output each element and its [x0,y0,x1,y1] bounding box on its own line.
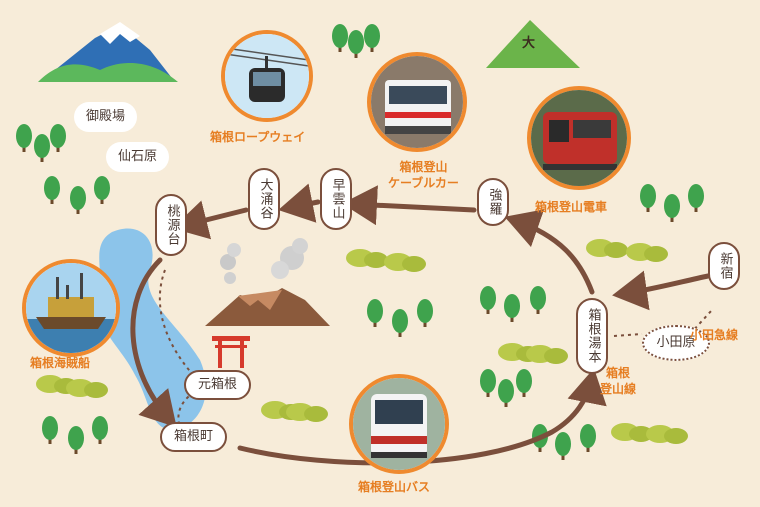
tozan-bus-label: 箱根登山バス [358,480,431,494]
pirate-ship-photo [22,259,120,357]
torii-icon [212,336,250,368]
ropeway-photo [221,30,313,122]
station-gora[interactable]: 強羅 [477,178,509,226]
cable-car-icon [371,56,463,148]
station-odawara[interactable]: 小田原 [642,325,710,361]
station-gotemba[interactable]: 御殿場 [74,102,138,132]
station-motohakone[interactable]: 元箱根 [184,370,252,400]
tozan-train-photo [527,86,631,190]
pirate-ship-label: 箱根海賊船 [30,356,91,370]
daimonji-mountain-icon [486,20,580,68]
tozan-line-label: 箱根 登山線 [600,366,636,397]
bus-icon [353,378,445,470]
station-hakonemachi[interactable]: 箱根町 [160,422,228,452]
cable-car-photo [367,52,467,152]
tozan-bus-photo [349,374,449,474]
cable-car-label-line1: 箱根登山 [399,160,448,174]
station-owakudani[interactable]: 大涌谷 [248,168,280,230]
station-sengokuhara[interactable]: 仙石原 [106,142,170,172]
cable-car-label: 箱根登山 ケーブルカー [388,160,459,191]
ropeway-label: 箱根ロープウェイ [210,130,306,144]
tozan-line-label-line1: 箱根 [606,366,631,380]
train-icon [531,90,627,186]
daimonji-label: 大 [522,36,536,51]
mount-fuji-icon [38,22,178,82]
volcano-icon [205,238,330,326]
station-shinjuku[interactable]: 新宿 [708,242,740,290]
route-lines [130,183,711,466]
station-togendai[interactable]: 桃源台 [155,194,187,256]
tozan-train-label: 箱根登山電車 [535,200,608,214]
lake-ashi [99,228,206,431]
tozan-line-label-line2: 登山線 [600,381,637,396]
pirate-ship-icon [26,263,116,353]
odakyu-line-label: 小田急線 [690,328,739,342]
ropeway-icon [225,34,309,118]
station-sounzan[interactable]: 早雲山 [320,168,352,230]
cable-car-label-line2: ケーブルカー [388,175,459,190]
station-hakone-yumoto[interactable]: 箱根湯本 [576,298,608,374]
